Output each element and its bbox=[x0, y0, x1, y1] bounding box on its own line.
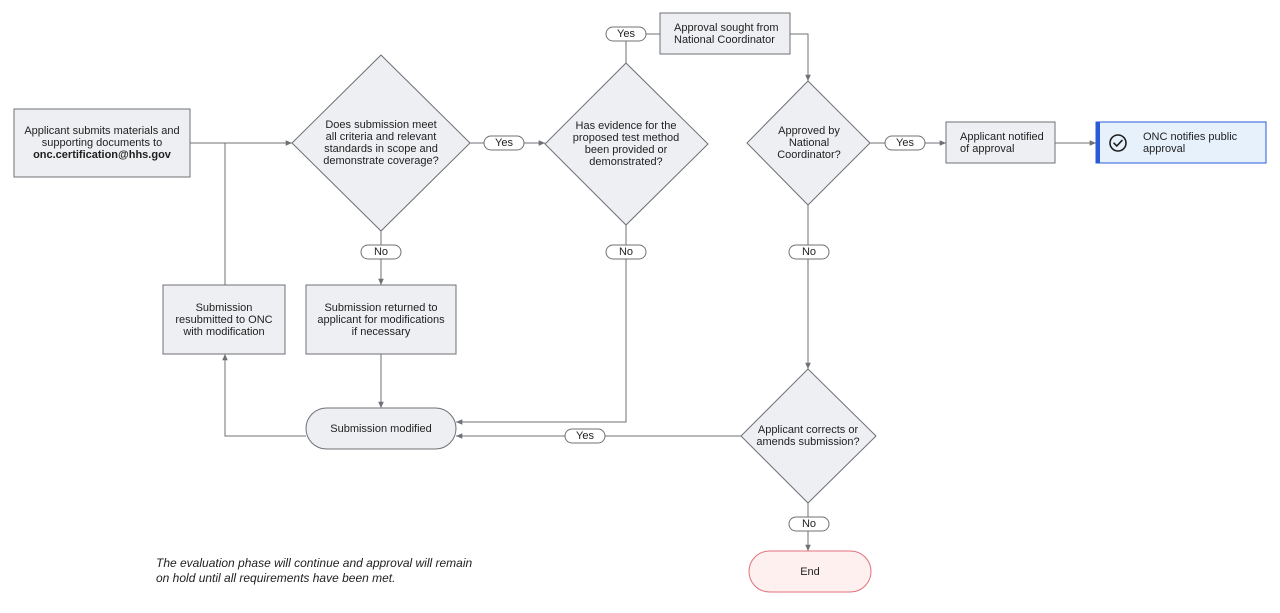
applicant-notified-text: Applicant notified of approval bbox=[960, 130, 1044, 155]
applicant-notified-box bbox=[945, 121, 1056, 164]
no-label-corrects: No bbox=[801, 518, 817, 530]
no-pill-evidence bbox=[605, 244, 647, 260]
approved-decision-diamond bbox=[746, 80, 871, 206]
resubmitted-box bbox=[162, 284, 286, 355]
onc-notifies-accent bbox=[1096, 122, 1100, 163]
onc-notifies-box bbox=[1095, 121, 1267, 164]
modified-terminal bbox=[305, 407, 457, 450]
evidence-decision-text: Has evidence for the proposed test metho… bbox=[572, 120, 680, 168]
submit-line-1: Applicant submits materials and bbox=[24, 125, 180, 137]
no-pill-approved bbox=[788, 244, 830, 260]
onc-notifies-text: ONC notifies public approval bbox=[1143, 131, 1238, 155]
no-label-criteria: No bbox=[373, 246, 389, 258]
submit-email[interactable]: onc.certification@hhs.gov bbox=[33, 149, 171, 161]
corrects-decision-text: Applicant corrects or amends submission? bbox=[756, 424, 860, 448]
yes-pill-evidence bbox=[605, 26, 647, 42]
yes-label-evidence: Yes bbox=[617, 28, 635, 40]
connector-approval-decision bbox=[790, 33, 811, 81]
no-label-evidence: No bbox=[618, 246, 634, 258]
submit-line-2: supporting documents to bbox=[41, 137, 163, 149]
yes-label-criteria: Yes bbox=[495, 137, 513, 149]
modified-text: Submission modified bbox=[330, 422, 432, 435]
returned-text: Submission returned to applicant for mod… bbox=[317, 301, 445, 338]
no-label-approved: No bbox=[801, 246, 817, 258]
evidence-decision-diamond bbox=[544, 62, 709, 226]
end-terminal bbox=[748, 550, 872, 593]
connectors bbox=[190, 33, 1096, 551]
check-circle-icon bbox=[1109, 134, 1127, 152]
connector-modified-resubmitted bbox=[222, 354, 306, 437]
corrects-decision-diamond bbox=[740, 368, 877, 504]
resubmitted-text: Submission resubmitted to ONC with modif… bbox=[175, 301, 273, 338]
yes-pill-approved bbox=[884, 135, 926, 151]
criteria-decision-diamond bbox=[291, 54, 471, 232]
returned-box bbox=[305, 284, 457, 355]
yes-pill-criteria bbox=[483, 135, 525, 151]
submit-text: Applicant submits materials and supporti… bbox=[14, 109, 190, 177]
yes-label-corrects: Yes bbox=[576, 430, 594, 442]
end-text: End bbox=[800, 565, 820, 578]
approval-sought-box bbox=[659, 12, 791, 55]
approved-decision-text: Approved by National Coordinator? bbox=[777, 125, 841, 161]
criteria-decision-text: Does submission meet all criteria and re… bbox=[323, 119, 439, 167]
no-pill-criteria bbox=[360, 244, 402, 260]
submit-box bbox=[13, 108, 191, 178]
connector-evidence-modified bbox=[456, 225, 627, 425]
yes-label-approved: Yes bbox=[896, 137, 914, 149]
approval-sought-text: Approval sought from National Coordinato… bbox=[674, 21, 779, 46]
evaluation-note: The evaluation phase will continue and a… bbox=[156, 556, 473, 585]
yes-pill-corrects bbox=[564, 428, 606, 444]
no-pill-corrects bbox=[788, 516, 830, 532]
